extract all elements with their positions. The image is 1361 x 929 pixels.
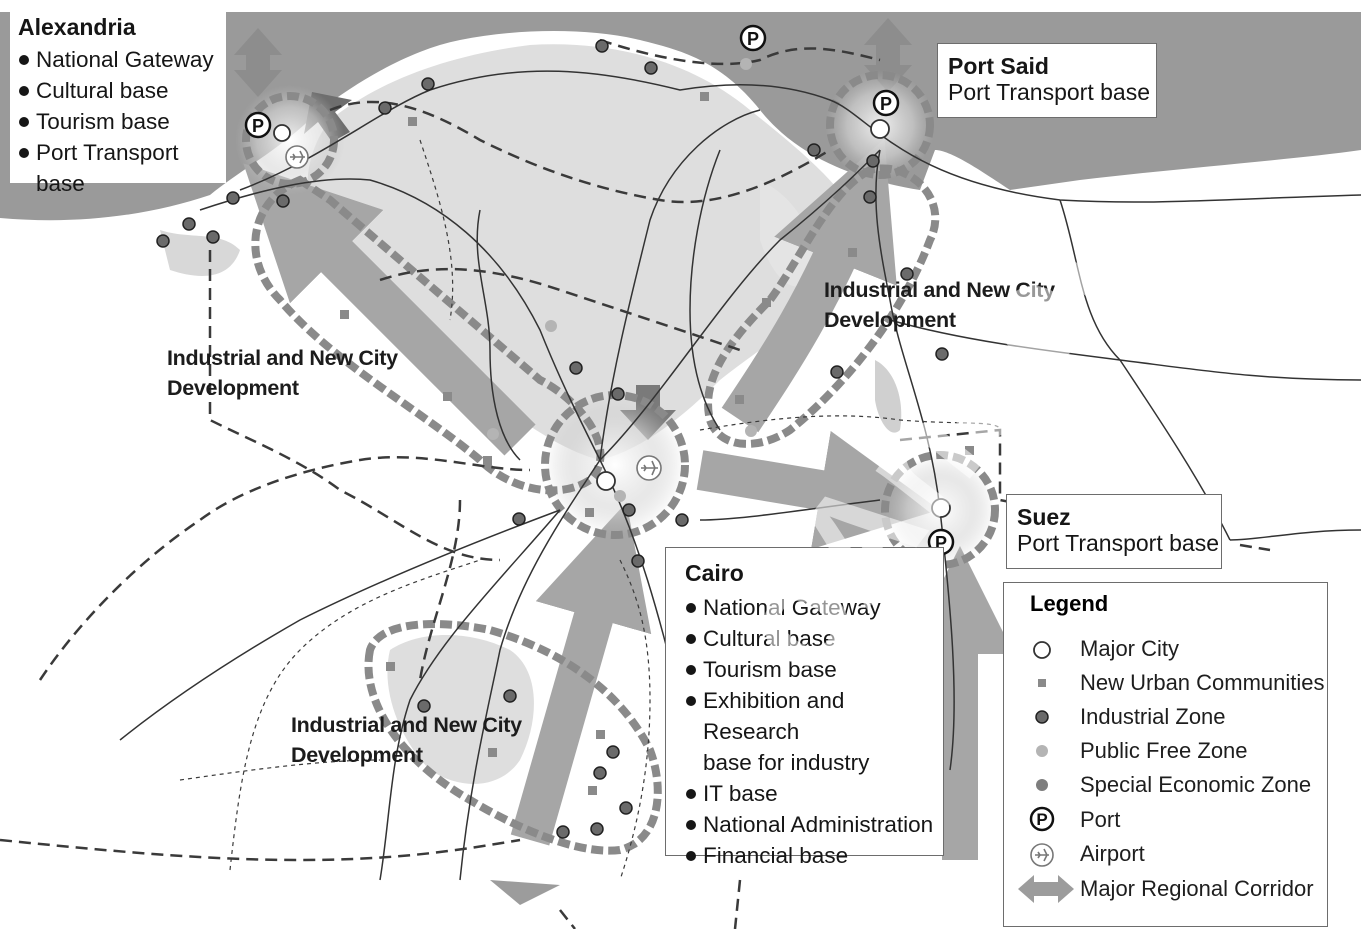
major-regional-corridors <box>243 138 1014 860</box>
cairo-item: Exhibition and Research <box>685 685 943 747</box>
legend-title: Legend <box>1030 591 1109 616</box>
cairo-item: IT base <box>685 778 943 809</box>
development-label-line: Development <box>167 376 299 400</box>
fayoum-area <box>387 635 534 784</box>
major-cities <box>273 119 951 518</box>
legend-label: Major Regional Corridor <box>1080 876 1314 901</box>
legend-label: Public Free Zone <box>1080 738 1248 763</box>
cairo-item: National Gateway <box>685 592 943 623</box>
alexandria-item: Cultural base <box>18 75 226 106</box>
medium-dot-icon <box>1036 779 1048 791</box>
legend-label: Port <box>1080 807 1121 832</box>
cairo-item-continuation: base for industry <box>703 750 870 775</box>
double-arrow-icon <box>1018 875 1074 903</box>
dashed-boundaries <box>0 38 1271 929</box>
cairo-item: National Administration <box>685 809 943 840</box>
cairo-item: Financial base <box>685 840 943 871</box>
development-label-west: Industrial and New City Development <box>167 343 398 403</box>
suez-title: Suez <box>1017 504 1071 530</box>
cairo-item: Tourism base <box>685 654 943 685</box>
development-label-line: Industrial and New City <box>291 713 522 737</box>
development-label-line: Industrial and New City <box>824 278 1055 302</box>
port-letter: P <box>1036 810 1047 829</box>
development-label-south: Industrial and New City Development <box>291 710 522 770</box>
port-letter: P <box>880 94 892 114</box>
major-city-icon <box>1033 641 1051 659</box>
industrial-zones <box>156 39 949 839</box>
legend-label: Industrial Zone <box>1080 704 1226 729</box>
port-said-subtitle: Port Transport base <box>948 79 1150 105</box>
alexandria-item: Port Transport base <box>18 137 226 199</box>
port-icon: P <box>1029 806 1055 832</box>
cairo-info-box: Cairo National Gateway Cultural base Tou… <box>665 547 944 868</box>
development-label-line: Development <box>291 743 423 767</box>
development-label-line: Industrial and New City <box>167 346 398 370</box>
alexandria-info-box: Alexandria National Gateway Cultural bas… <box>10 10 226 196</box>
legend-label: Major City <box>1080 636 1180 661</box>
development-label-line: Development <box>824 308 956 332</box>
dark-dot-icon <box>1035 710 1049 724</box>
legend-label: Airport <box>1080 841 1145 866</box>
alexandria-title: Alexandria <box>18 14 136 40</box>
legend-label: New Urban Communities <box>1080 670 1325 695</box>
legend-label: Special Economic Zone <box>1080 772 1312 797</box>
development-label-east: Industrial and New City Development <box>824 275 1055 335</box>
cairo-item: Cultural base <box>685 623 943 654</box>
port-letter: P <box>747 29 759 49</box>
light-dot-icon <box>1036 745 1048 757</box>
new-urban-communities <box>340 92 974 795</box>
airport-icons <box>285 145 662 481</box>
airport-icon <box>1030 843 1054 867</box>
suez-subtitle: Port Transport base <box>1017 530 1219 556</box>
port-said-info-box: Port Said Port Transport base <box>937 43 1157 118</box>
square-icon <box>1038 679 1046 687</box>
public-free-zones <box>487 58 757 502</box>
legend-box: Legend Major City New Urban Communities … <box>1003 582 1328 927</box>
alexandria-item: Tourism base <box>18 106 226 137</box>
port-letter: P <box>252 116 264 136</box>
alexandria-item: National Gateway <box>18 44 226 75</box>
suez-info-box: Suez Port Transport base <box>1006 494 1222 569</box>
port-said-title: Port Said <box>948 53 1049 79</box>
cairo-title: Cairo <box>685 560 744 586</box>
